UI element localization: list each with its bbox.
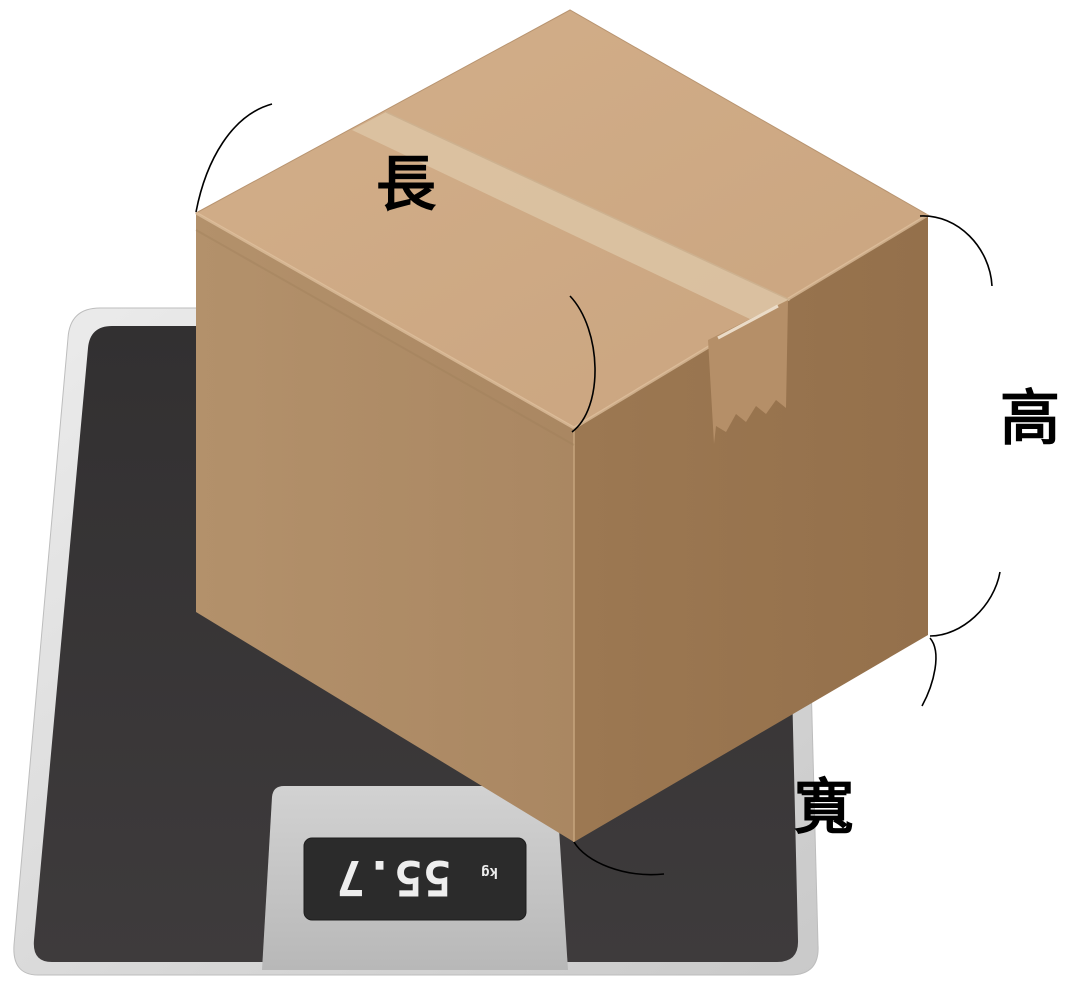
height-label: 高: [1000, 384, 1060, 454]
length-arc-top-left: [195, 103, 273, 213]
scale-unit: kg: [481, 864, 498, 880]
box-side-face: [574, 215, 928, 842]
width-label: 寬: [794, 773, 854, 843]
width-arc-right: [921, 637, 937, 707]
box-front-face: [196, 213, 574, 842]
length-label: 長: [376, 150, 437, 220]
box-tape-top: [352, 112, 790, 320]
width-arc-bottom: [573, 841, 665, 876]
cardboard-box-icon: [194, 9, 929, 842]
height-arc-top: [919, 215, 993, 287]
box-tape-flap: [708, 300, 788, 444]
scale-reading: 55.7: [336, 849, 452, 905]
scale-display-screen: [303, 837, 527, 921]
dimension-indicators: [195, 103, 1001, 876]
length-arc-front: [569, 295, 596, 433]
height-arc-bottom: [929, 571, 1001, 637]
